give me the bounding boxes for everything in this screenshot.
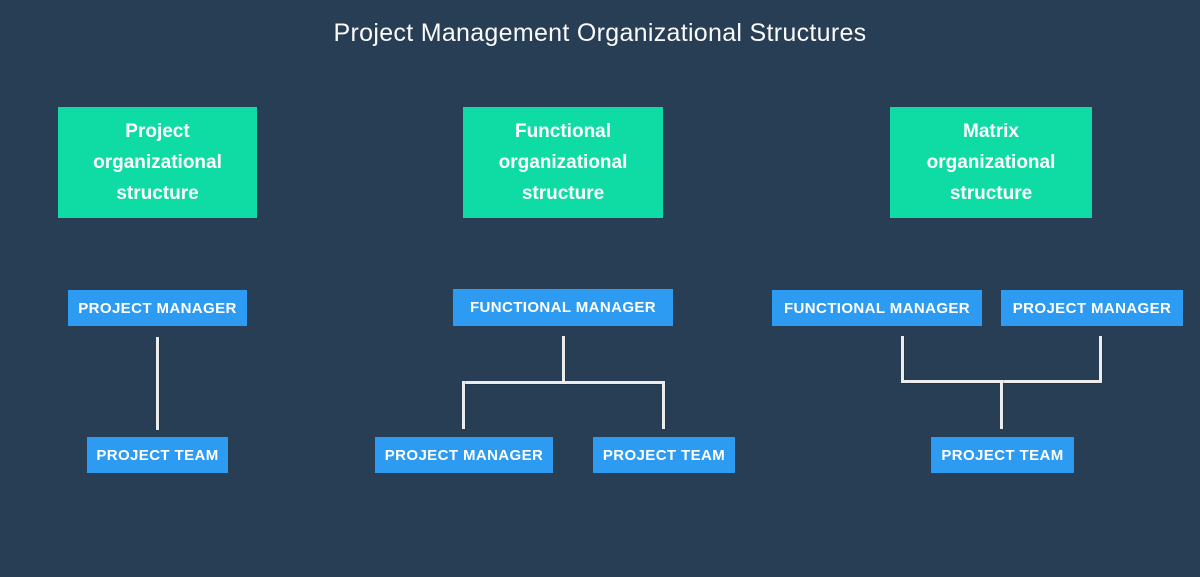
node-project-manager: PROJECT MANAGER	[375, 437, 553, 473]
node-functional-manager: FUNCTIONAL MANAGER	[453, 289, 673, 326]
node-project-team: PROJECT TEAM	[593, 437, 735, 473]
diagram-functional-header: Functional organizational structure	[463, 107, 663, 218]
connector-line-stem	[562, 336, 565, 383]
node-project-manager: PROJECT MANAGER	[1001, 290, 1183, 326]
connector-line-drop-left	[901, 336, 904, 383]
connector-line-horizontal	[462, 381, 665, 384]
diagram-project-header: Project organizational structure	[58, 107, 257, 218]
connector-line-drop-left	[462, 381, 465, 429]
node-project-manager: PROJECT MANAGER	[68, 290, 247, 326]
node-project-team: PROJECT TEAM	[931, 437, 1074, 473]
connector-line-vertical	[156, 337, 159, 430]
node-project-team: PROJECT TEAM	[87, 437, 228, 473]
diagram-matrix-header: Matrix organizational structure	[890, 107, 1092, 218]
connector-line-stem	[1000, 380, 1003, 429]
connector-line-drop-right	[1099, 336, 1102, 383]
page-title: Project Management Organizational Struct…	[333, 19, 867, 47]
node-functional-manager: FUNCTIONAL MANAGER	[772, 290, 982, 326]
connector-line-drop-right	[662, 381, 665, 429]
